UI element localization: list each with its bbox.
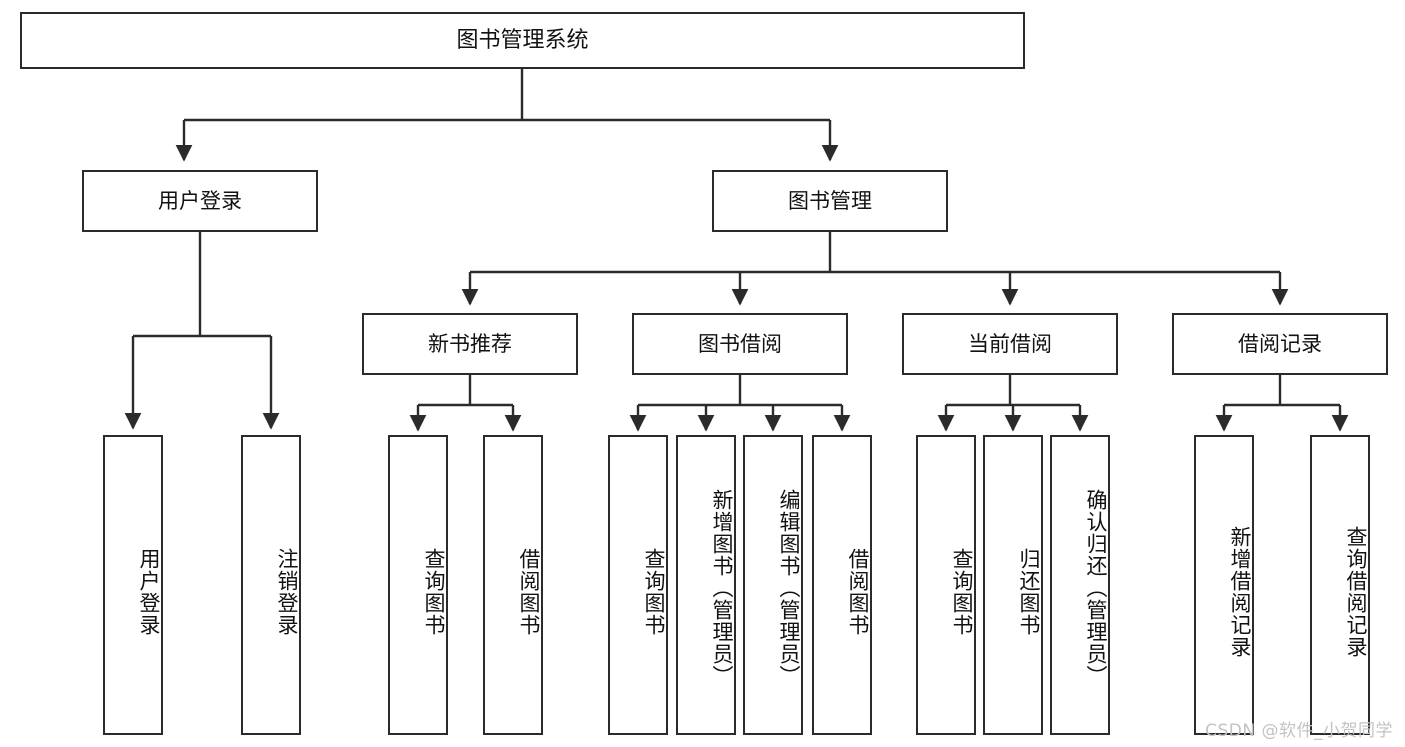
node-label: 新增借阅记录 — [1228, 526, 1252, 658]
node-leaf-query-book-1[interactable]: 查询图书 — [388, 435, 448, 735]
node-leaf-confirm-return[interactable]: 确认归还（管理员） — [1050, 435, 1110, 735]
node-label: 新书推荐 — [428, 331, 512, 356]
node-label: 新增图书（管理员） — [710, 489, 734, 687]
node-book-borrow[interactable]: 图书借阅 — [632, 313, 848, 375]
node-user-login[interactable]: 用户登录 — [82, 170, 318, 232]
node-leaf-user-logout[interactable]: 注销登录 — [241, 435, 301, 735]
node-label: 注销登录 — [275, 548, 299, 636]
node-leaf-query-book-2[interactable]: 查询图书 — [608, 435, 668, 735]
watermark-text: CSDN @软件_小贺同学 — [1205, 721, 1393, 741]
node-leaf-query-book-3[interactable]: 查询图书 — [916, 435, 976, 735]
node-label: 用户登录 — [137, 548, 161, 636]
node-label: 借阅图书 — [517, 548, 541, 636]
node-label: 查询图书 — [642, 548, 666, 636]
node-label: 归还图书 — [1017, 548, 1041, 636]
node-borrow-record[interactable]: 借阅记录 — [1172, 313, 1388, 375]
node-book-manage[interactable]: 图书管理 — [712, 170, 948, 232]
node-root-system[interactable]: 图书管理系统 — [20, 12, 1025, 69]
node-leaf-user-login[interactable]: 用户登录 — [103, 435, 163, 735]
node-leaf-borrow-book-2[interactable]: 借阅图书 — [812, 435, 872, 735]
node-leaf-add-record[interactable]: 新增借阅记录 — [1194, 435, 1254, 735]
node-label: 查询图书 — [950, 548, 974, 636]
node-current-borrow[interactable]: 当前借阅 — [902, 313, 1118, 375]
node-leaf-borrow-book-1[interactable]: 借阅图书 — [483, 435, 543, 735]
node-label: 确认归还（管理员） — [1084, 489, 1108, 687]
node-label: 借阅记录 — [1238, 331, 1322, 356]
node-new-book-recommend[interactable]: 新书推荐 — [362, 313, 578, 375]
node-label: 当前借阅 — [968, 331, 1052, 356]
node-leaf-edit-book[interactable]: 编辑图书（管理员） — [743, 435, 803, 735]
node-label: 查询借阅记录 — [1344, 526, 1368, 658]
node-leaf-return-book[interactable]: 归还图书 — [983, 435, 1043, 735]
node-label: 用户登录 — [158, 188, 242, 213]
node-leaf-add-book[interactable]: 新增图书（管理员） — [676, 435, 736, 735]
node-label: 图书管理 — [788, 188, 872, 213]
node-label: 编辑图书（管理员） — [777, 489, 801, 687]
node-leaf-query-record[interactable]: 查询借阅记录 — [1310, 435, 1370, 735]
node-label: 查询图书 — [422, 548, 446, 636]
node-label: 借阅图书 — [846, 548, 870, 636]
node-label: 图书管理系统 — [456, 27, 589, 53]
node-label: 图书借阅 — [698, 331, 782, 356]
